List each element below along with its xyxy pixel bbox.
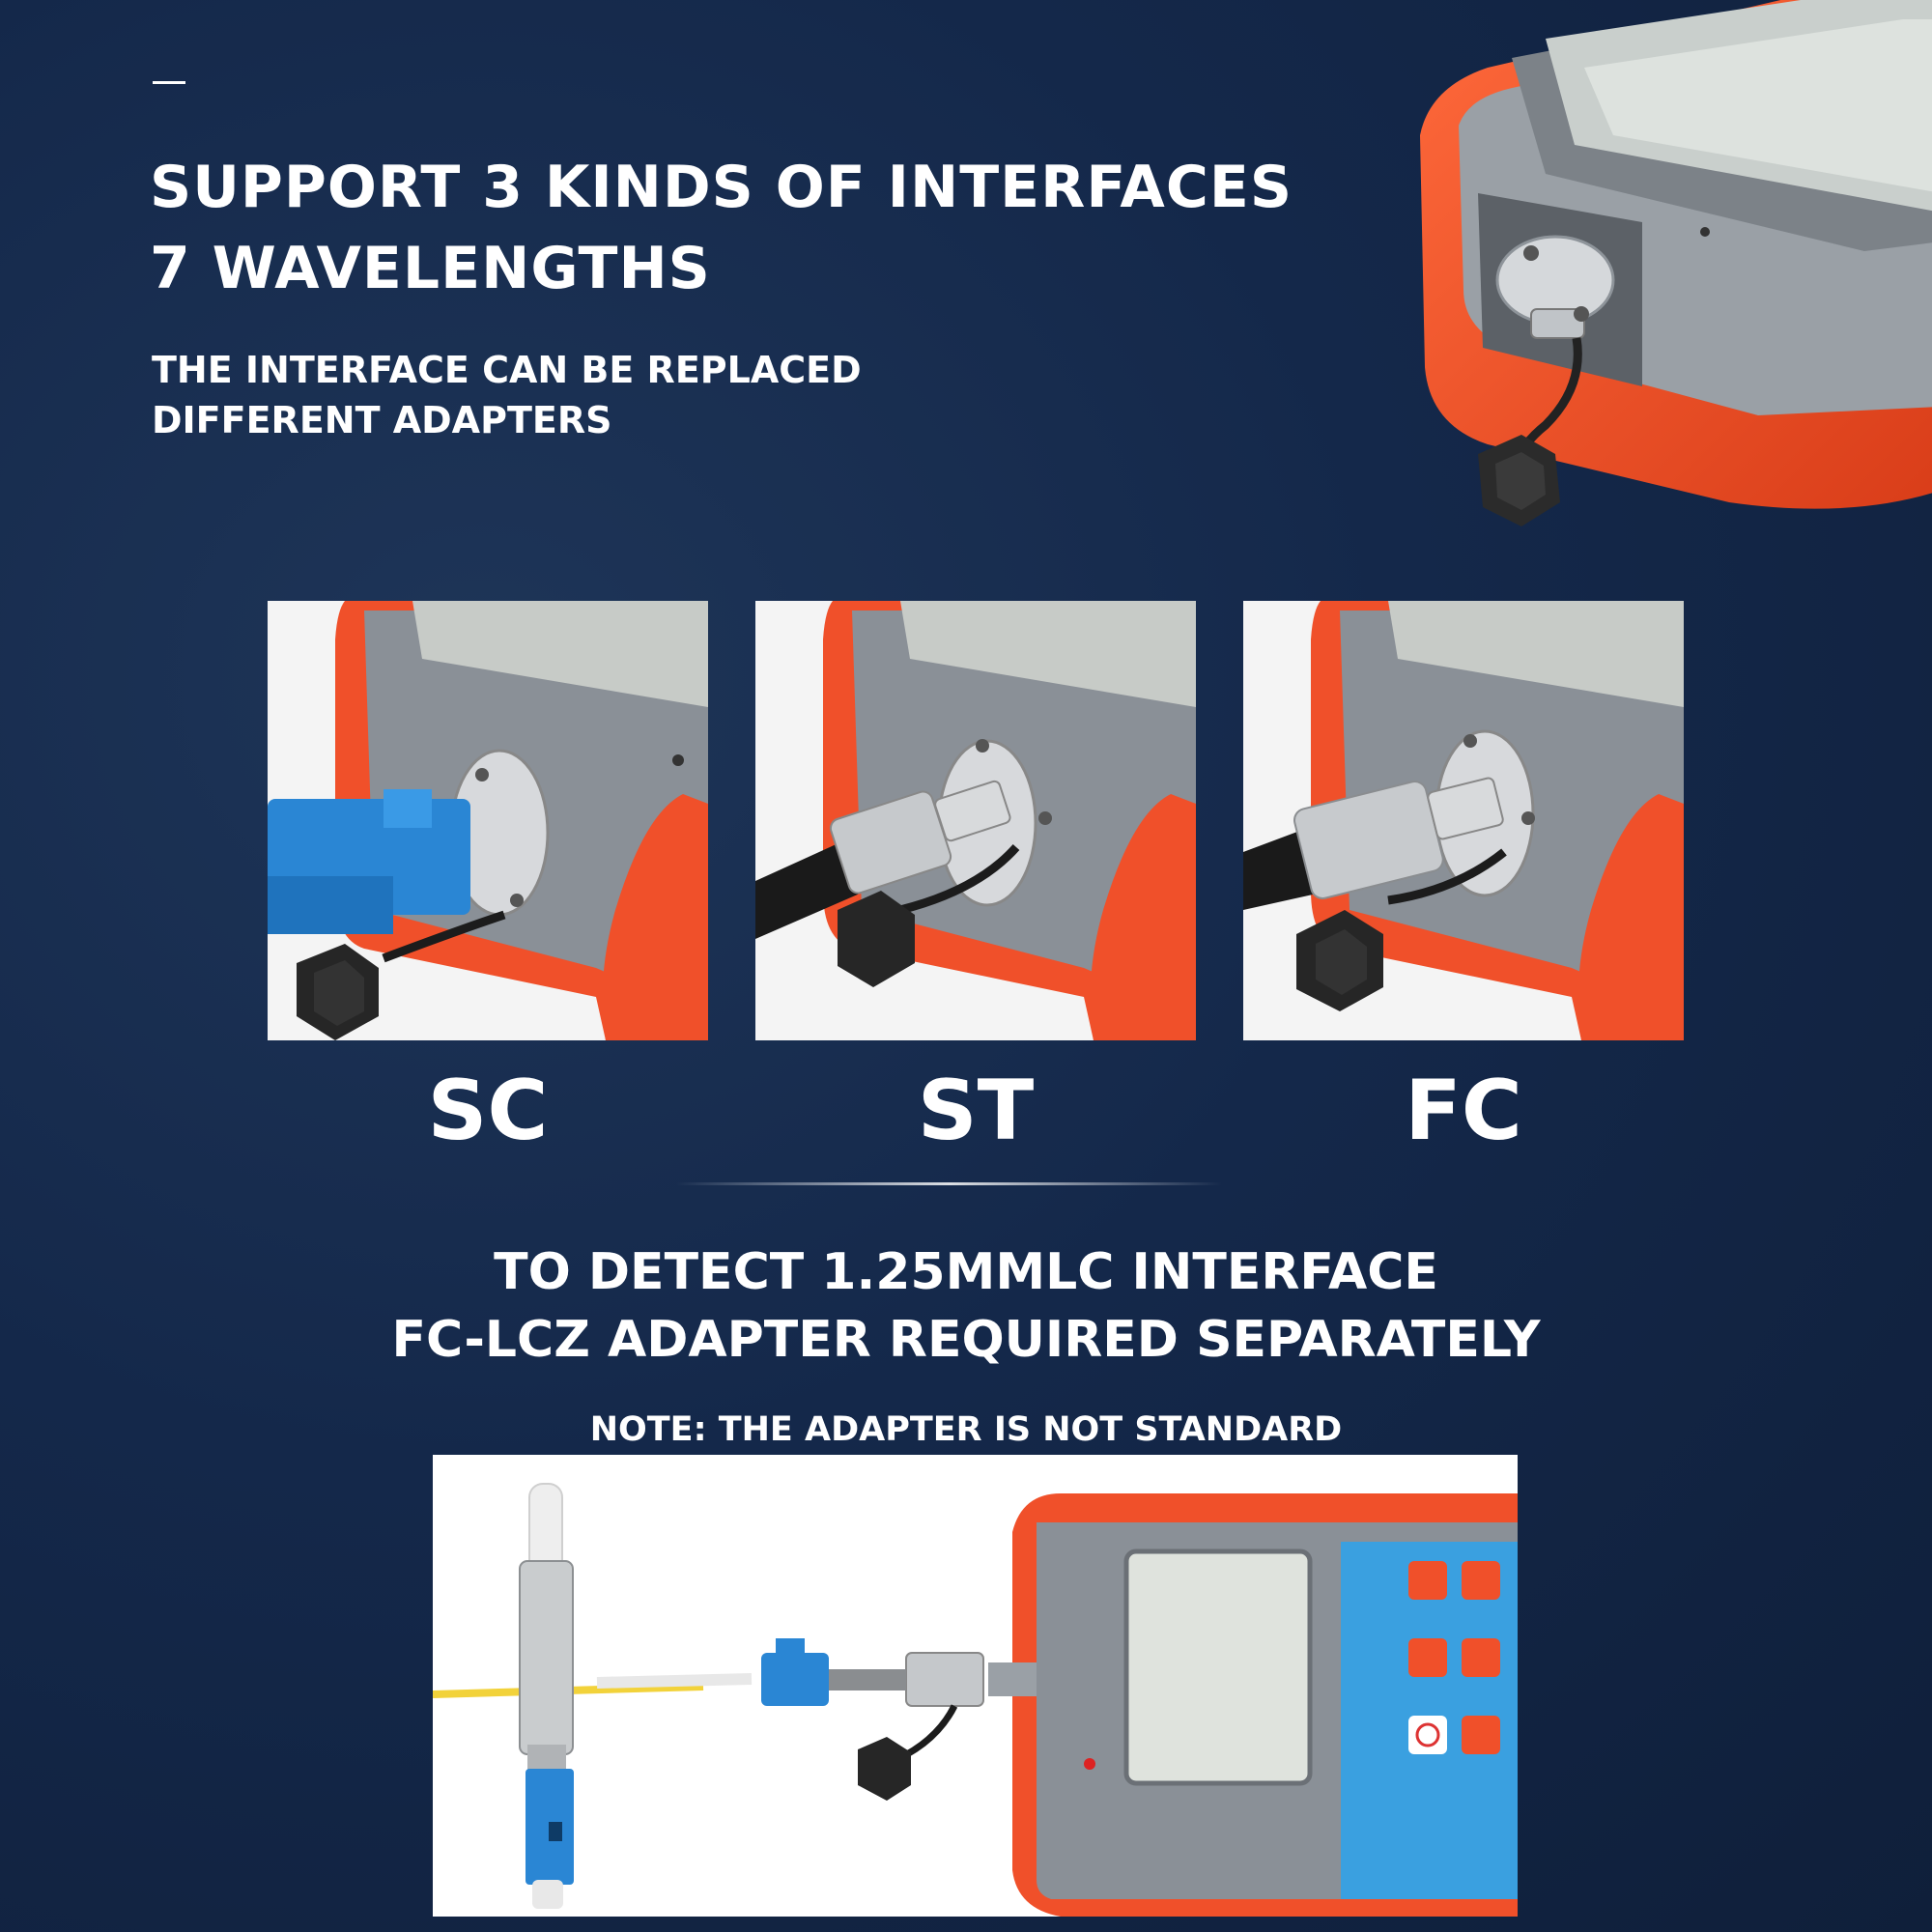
subheadline-line1: THE INTERFACE CAN BE REPLACED [152, 349, 862, 391]
detect-heading: TO DETECT 1.25MMLC INTERFACE FC-LCZ ADAP… [0, 1238, 1932, 1374]
hero-device-image [1323, 0, 1932, 580]
adapter-note: NOTE: THE ADAPTER IS NOT STANDARD [589, 1410, 1343, 1449]
subheadline: THE INTERFACE CAN BE REPLACED DIFFERENT … [152, 345, 862, 445]
sc-connector-photo [268, 601, 708, 1040]
headline-line2: 7 WAVELENGTHS [150, 235, 711, 302]
connector-label-sc: SC [427, 1063, 549, 1159]
adapter-device-photo [433, 1455, 1518, 1917]
connector-label-fc: FC [1405, 1063, 1522, 1159]
headline: SUPPORT 3 KINDS OF INTERFACES 7 WAVELENG… [150, 147, 1293, 309]
subheadline-line2: DIFFERENT ADAPTERS [152, 399, 612, 441]
st-connector-photo [755, 601, 1196, 1040]
accent-dash [153, 81, 185, 84]
section-divider [676, 1182, 1222, 1185]
connector-label-st: ST [917, 1063, 1035, 1159]
headline-line1: SUPPORT 3 KINDS OF INTERFACES [150, 154, 1293, 221]
detect-line2: FC-LCZ ADAPTER REQUIRED SEPARATELY [391, 1311, 1541, 1369]
detect-line1: TO DETECT 1.25MMLC INTERFACE [494, 1243, 1438, 1301]
fc-connector-photo [1243, 601, 1684, 1040]
